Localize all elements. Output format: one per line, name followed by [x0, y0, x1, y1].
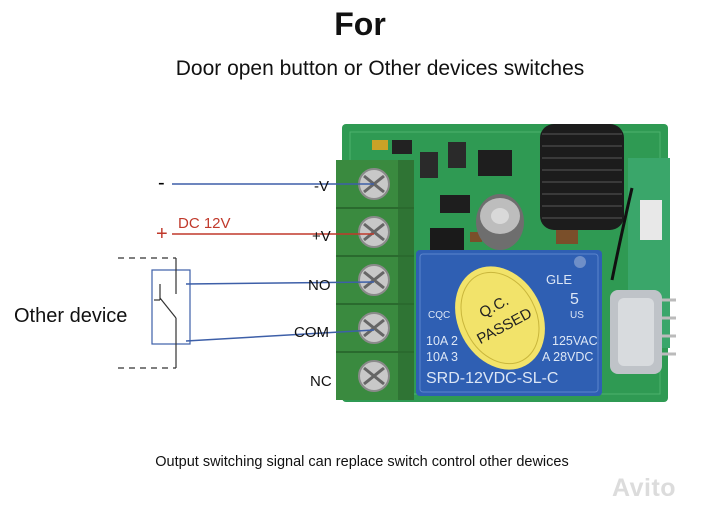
screw-no: [358, 264, 390, 296]
antenna-wire: [610, 187, 634, 281]
regulator-component: [478, 150, 512, 176]
smd-component: [392, 140, 412, 154]
relay-line-10a-c: 10A 3: [426, 350, 458, 364]
transistor-component: [430, 228, 464, 250]
device-label: Other device: [14, 305, 128, 327]
resistor2-component: [556, 230, 578, 244]
relay-line-10a-b: 125VAC: [552, 334, 598, 348]
dc-label: DC 12V: [178, 215, 231, 232]
smd-chip-component: [440, 195, 470, 213]
page-subtitle: Door open button or Other devices switch…: [175, 57, 585, 80]
terminal-label-com: COM: [294, 324, 329, 341]
plus-sign: +: [156, 223, 168, 245]
wire-no: [185, 281, 375, 285]
relay-line-10a-a: 10A 2: [426, 334, 458, 348]
capacitor-top-inner: [491, 208, 509, 224]
minus-sign: -: [158, 172, 165, 194]
coil-antenna: [540, 124, 624, 230]
terminal-label-no: NO: [308, 277, 331, 294]
led-component: [372, 140, 388, 150]
terminal-block-side: [398, 160, 414, 400]
device-box: [151, 269, 191, 345]
relay-five: 5: [570, 291, 579, 308]
relay-line-10a-d: A 28VDC: [542, 350, 593, 364]
crystal-inner: [618, 298, 654, 366]
resistor-component: [470, 232, 482, 242]
relay-us: US: [570, 310, 584, 321]
qc-seal: Q.C. PASSED: [455, 266, 545, 370]
relay-brand: GLE: [546, 272, 572, 287]
device-switch-lever: [159, 297, 177, 319]
relay-model: SRD-12VDC-SL-C: [426, 370, 558, 387]
terminal-label-nc: NC: [310, 373, 332, 390]
terminal-label-vplus: +V: [312, 228, 331, 245]
wire-com: [185, 329, 375, 342]
page-title: For: [334, 6, 386, 42]
screw-vplus: [358, 216, 390, 248]
screw-com: [358, 312, 390, 344]
chip-component: [448, 142, 466, 168]
caption: Output switching signal can replace swit…: [155, 454, 569, 470]
rf-module-chip: [640, 200, 662, 240]
relay-outline: [419, 253, 599, 393]
diode-component: [420, 152, 438, 178]
screw-nc: [358, 360, 390, 392]
terminal-label-vminus: -V: [314, 178, 329, 195]
relay-cqc: CQC: [428, 310, 450, 321]
relay-dot: [574, 256, 586, 268]
watermark: Avito: [612, 474, 677, 502]
